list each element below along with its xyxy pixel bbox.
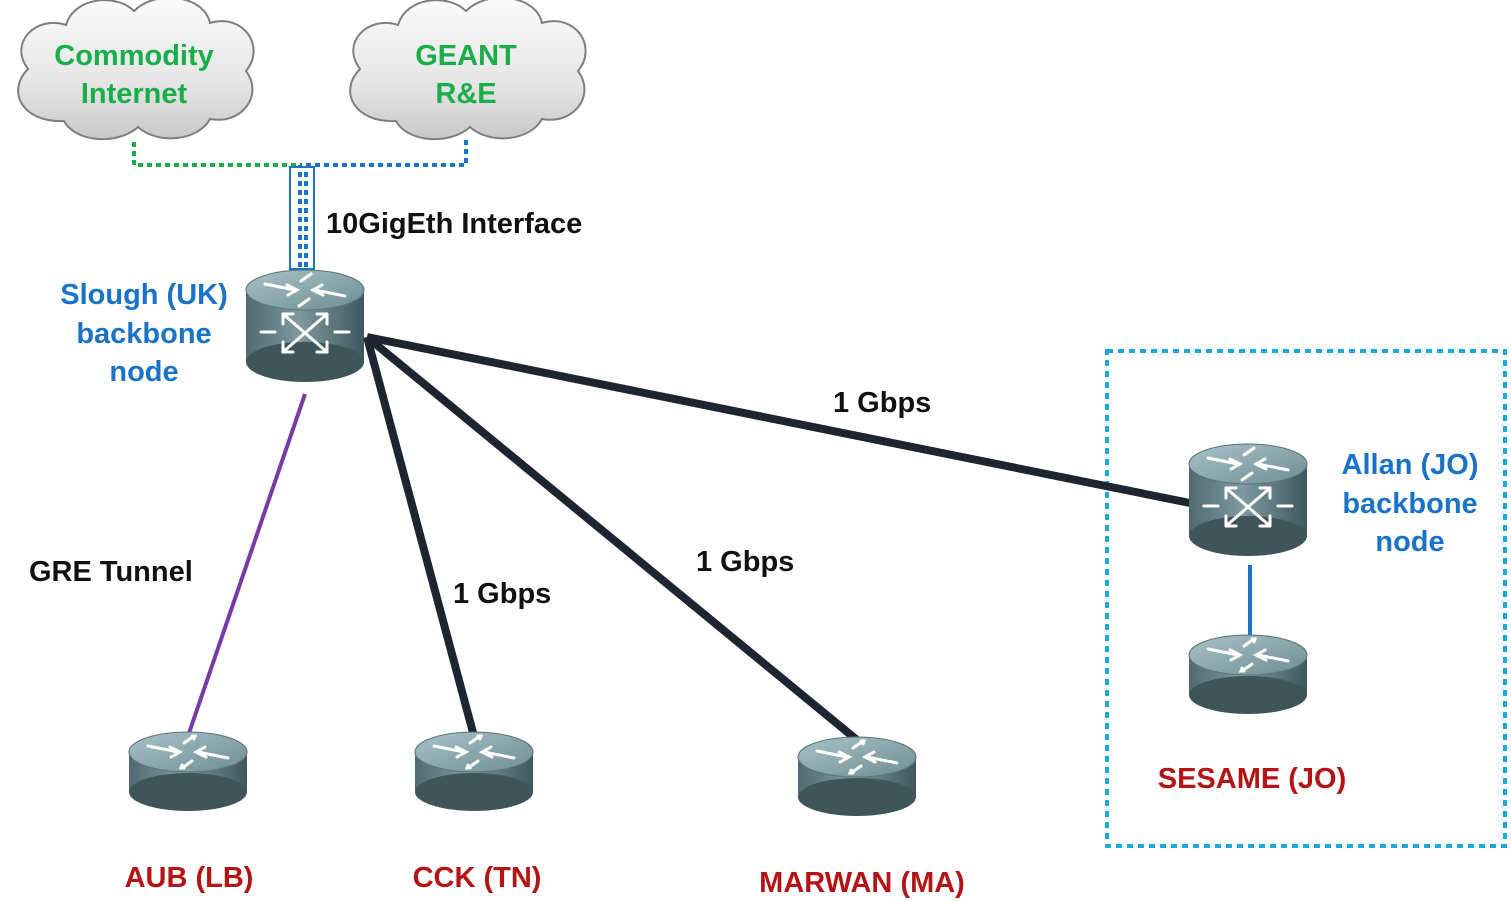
cck-link-speed-label: 1 Gbps bbox=[453, 578, 551, 610]
cloud-label-geant: GEANT bbox=[415, 40, 517, 72]
gre-tunnel-link bbox=[186, 393, 307, 737]
gre-tunnel-label: GRE Tunnel bbox=[29, 556, 193, 588]
cloud-label-re: R&E bbox=[435, 78, 496, 110]
link-slough-cck bbox=[363, 335, 479, 742]
interface-label: 10GigEth Interface bbox=[326, 208, 582, 240]
cck-router-icon bbox=[413, 730, 535, 813]
svg-text:node: node bbox=[1375, 526, 1444, 558]
marwan-link-speed-label: 1 Gbps bbox=[696, 546, 794, 578]
commodity-internet-path bbox=[132, 142, 302, 268]
aub-site-label: AUB (LB) bbox=[125, 862, 254, 894]
slough-switch-router-icon bbox=[244, 268, 366, 384]
sesame-site-label: SESAME (JO) bbox=[1158, 763, 1347, 795]
svg-text:Slough (UK): Slough (UK) bbox=[60, 279, 228, 311]
allan-switch-router-icon bbox=[1187, 442, 1309, 558]
link-slough-marwan bbox=[364, 333, 860, 744]
marwan-router-icon bbox=[796, 735, 918, 818]
link-slough-allan bbox=[366, 333, 1191, 507]
allan-link-speed-label: 1 Gbps bbox=[833, 387, 931, 419]
jordan-site-boundary bbox=[1105, 349, 1507, 848]
svg-text:node: node bbox=[109, 356, 178, 388]
svg-text:Allan (JO): Allan (JO) bbox=[1342, 449, 1479, 481]
slough-node-label: Slough (UK) backbone node bbox=[60, 279, 228, 388]
svg-text:backbone: backbone bbox=[1342, 488, 1477, 520]
geant-cloud: GEANT R&E bbox=[349, 0, 587, 141]
svg-text:backbone: backbone bbox=[76, 318, 211, 350]
sesame-router-icon bbox=[1187, 633, 1309, 716]
commodity-internet-cloud: Commodity Internet bbox=[17, 0, 255, 141]
allan-node-label: Allan (JO) backbone node bbox=[1342, 449, 1479, 558]
cloud-label-commodity: Commodity bbox=[54, 40, 214, 72]
marwan-site-label: MARWAN (MA) bbox=[759, 867, 965, 899]
geant-path bbox=[300, 140, 468, 167]
aub-router-icon bbox=[127, 730, 249, 813]
cloud-label-internet: Internet bbox=[81, 78, 188, 110]
cck-site-label: CCK (TN) bbox=[413, 862, 542, 894]
